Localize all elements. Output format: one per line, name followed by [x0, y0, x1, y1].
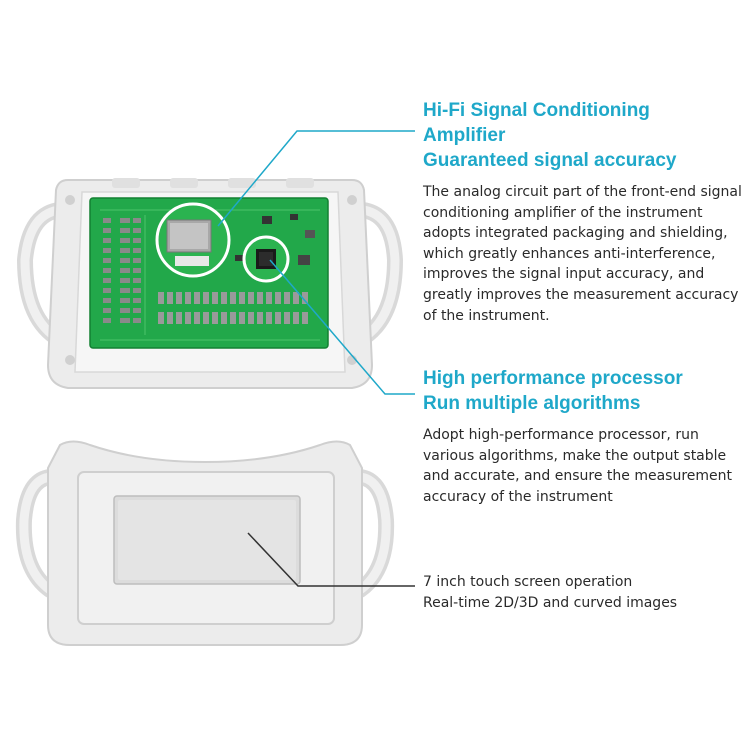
callout-line-processor [269, 259, 415, 395]
processor-description: Adopt high-performance processor, run va… [423, 427, 733, 505]
screen-line-2: Real-time 2D/3D and curved images [423, 594, 678, 611]
shield-module-highlight [155, 202, 231, 278]
callout-lines [217, 130, 415, 587]
amplifier-heading-line-3: Guaranteed signal accuracy [423, 150, 677, 171]
amplifier-heading: Hi-Fi Signal Conditioning Amplifier Guar… [423, 98, 743, 173]
amplifier-description: The analog circuit part of the front-end… [423, 184, 742, 324]
device-screen-side [15, 440, 395, 646]
callout-line-amplifier [217, 130, 415, 227]
callout-line-screen [247, 532, 415, 587]
device-open-case [16, 178, 404, 389]
processor-heading: High performance processor Run multiple … [423, 366, 743, 416]
processor-heading-line-2: Run multiple algorithms [423, 393, 641, 414]
screen-line-1: 7 inch touch screen operation [423, 574, 633, 590]
amplifier-heading-line-2: Amplifier [423, 125, 506, 146]
processor-highlight [242, 235, 290, 283]
screen-description: 7 inch touch screen operation Real-time … [423, 572, 743, 613]
amplifier-heading-line-1: Hi-Fi Signal Conditioning [423, 100, 650, 121]
processor-heading-line-1: High performance processor [423, 368, 683, 389]
